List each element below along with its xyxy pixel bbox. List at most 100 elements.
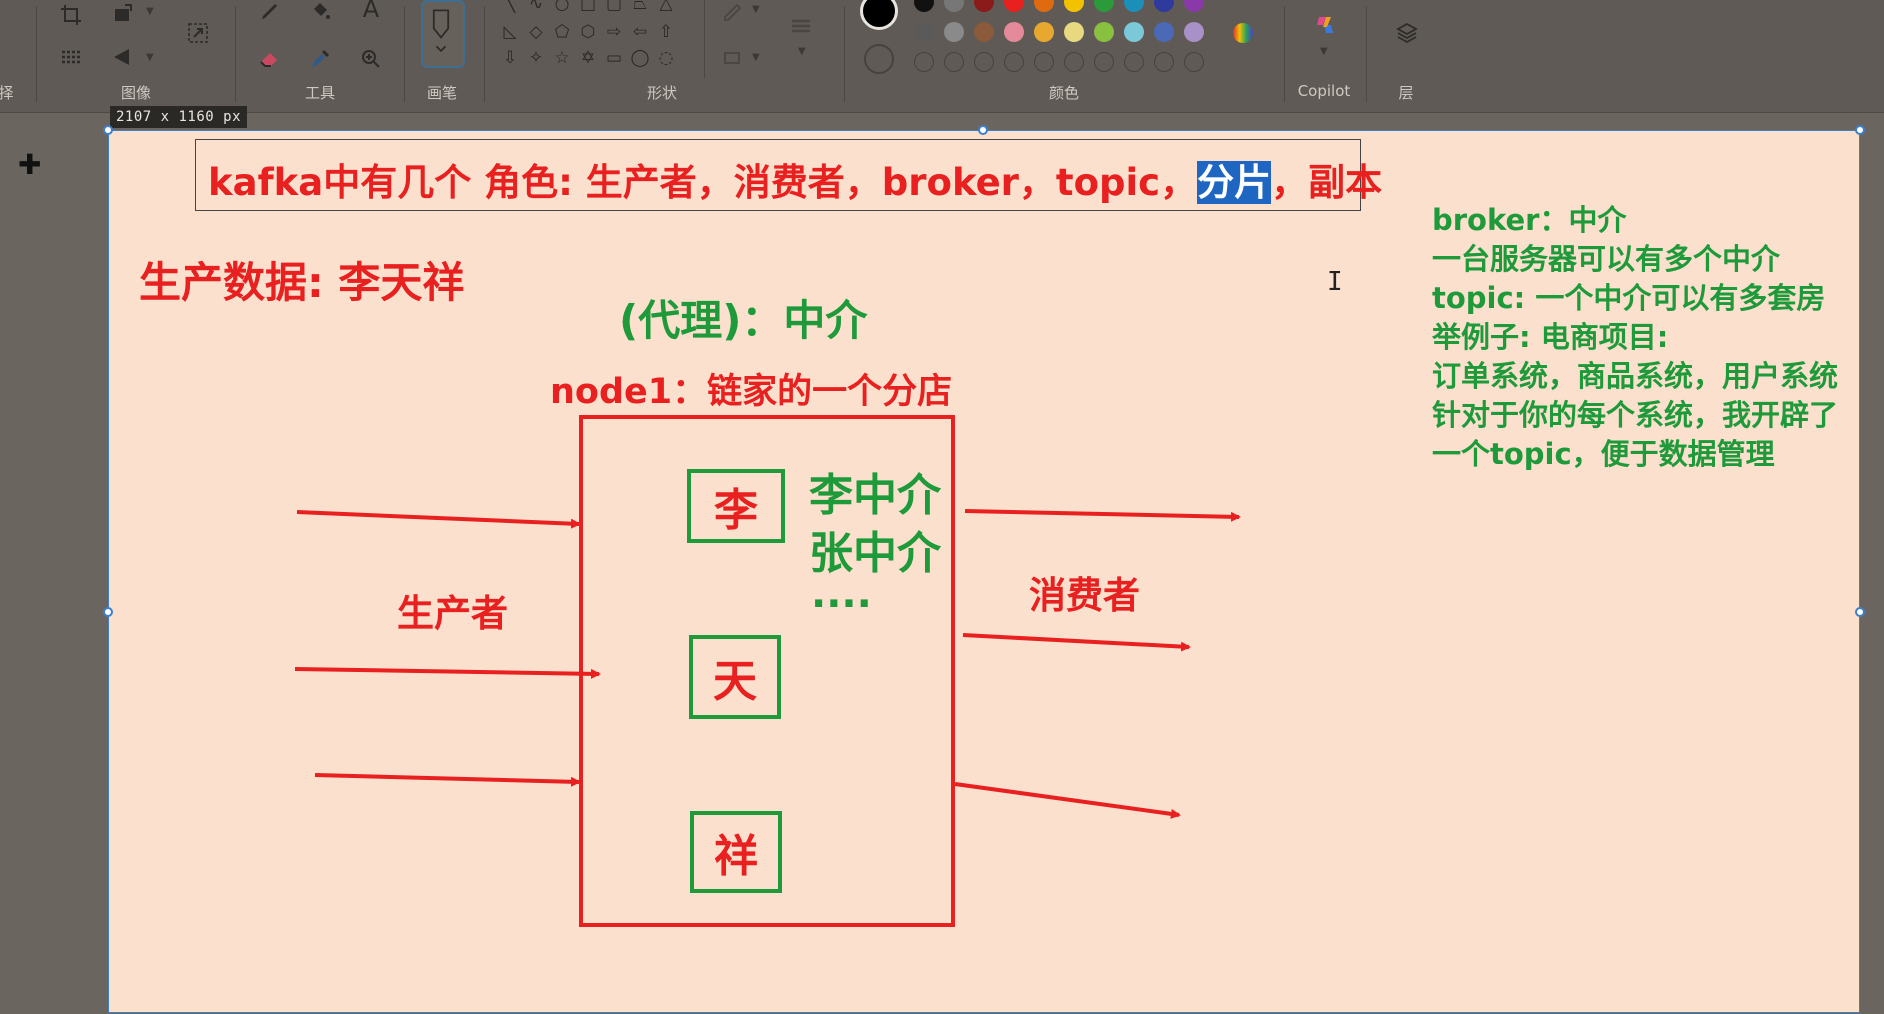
pentagon-shape-icon[interactable]: ⬠	[554, 22, 570, 42]
color-swatch[interactable]	[1184, 0, 1204, 12]
partition-box-li: 李	[687, 469, 785, 543]
rounded-rect-shape-icon[interactable]: ▢	[605, 0, 623, 14]
color-swatch[interactable]	[1004, 0, 1024, 12]
brushes-group-label: 画笔	[426, 84, 458, 102]
add-icon[interactable]: ✚	[18, 148, 42, 181]
agent-more-label: ....	[811, 571, 872, 617]
resize-handle-top-left[interactable]	[103, 125, 113, 135]
color-swatch[interactable]	[914, 22, 934, 42]
note-line: broker：中介	[1432, 203, 1627, 237]
color-swatch[interactable]	[1064, 0, 1084, 12]
color-swatch[interactable]	[1064, 22, 1084, 42]
eraser-icon[interactable]	[255, 44, 285, 74]
consumer-arrow	[954, 782, 1181, 819]
edit-colors-icon[interactable]	[1228, 18, 1258, 48]
callout-oval-shape-icon[interactable]: ◯	[630, 48, 650, 68]
color-swatch[interactable]	[1154, 22, 1174, 42]
color-swatch[interactable]	[1154, 0, 1174, 12]
color-swatch[interactable]	[914, 52, 934, 72]
copilot-group-label: Copilot	[1297, 82, 1351, 100]
color-swatch[interactable]	[1184, 22, 1204, 42]
right-arrow-shape-icon[interactable]: ⇨	[606, 22, 622, 42]
down-arrow-shape-icon[interactable]: ⇩	[502, 48, 518, 68]
color-1-swatch[interactable]	[860, 0, 898, 30]
color-swatch[interactable]	[1034, 0, 1054, 12]
resize-handle-right[interactable]	[1855, 607, 1865, 617]
selection-transparency-icon[interactable]	[56, 42, 86, 72]
resize-handle-top[interactable]	[978, 125, 988, 135]
color-swatch[interactable]	[1004, 52, 1024, 72]
color-swatch[interactable]	[1124, 22, 1144, 42]
oval-shape-icon[interactable]: ○	[554, 0, 570, 14]
rotate-icon[interactable]	[108, 0, 138, 30]
color-swatch[interactable]	[974, 0, 994, 12]
callout-cloud-shape-icon[interactable]: ◌	[658, 48, 674, 68]
color-swatch[interactable]	[1124, 0, 1144, 12]
color-swatch[interactable]	[1094, 0, 1114, 12]
chevron-down-icon[interactable]: ▼	[146, 6, 154, 17]
diamond-shape-icon[interactable]: ◇	[529, 22, 543, 42]
select-group-label: 择	[0, 84, 14, 102]
color-swatch[interactable]	[1004, 22, 1024, 42]
fill-icon[interactable]	[305, 0, 335, 26]
color-swatch[interactable]	[1124, 52, 1144, 72]
producer-label: 生产者	[397, 592, 508, 635]
color-swatch[interactable]	[914, 0, 934, 12]
left-arrow-shape-icon[interactable]: ⇦	[632, 22, 648, 42]
hexagon-shape-icon[interactable]: ⬡	[580, 22, 596, 42]
layers-icon[interactable]	[1392, 18, 1422, 48]
color-swatch[interactable]	[1094, 22, 1114, 42]
chevron-down-icon[interactable]: ▼	[752, 52, 760, 63]
resize-handle-top-right[interactable]	[1855, 125, 1865, 135]
chevron-down-icon[interactable]: ▼	[752, 4, 760, 15]
size-icon[interactable]	[786, 12, 816, 42]
zoom-icon[interactable]	[356, 44, 386, 74]
six-point-star-shape-icon[interactable]: ✡	[580, 48, 596, 68]
resize-handle-left[interactable]	[103, 607, 113, 617]
chevron-down-icon[interactable]: ▼	[1320, 46, 1328, 57]
resize-icon[interactable]	[183, 18, 213, 48]
polygon-shape-icon[interactable]: ⏢	[633, 0, 647, 14]
color-swatch[interactable]	[944, 22, 964, 42]
crop-icon[interactable]	[56, 0, 86, 30]
color-swatch[interactable]	[1154, 52, 1174, 72]
color-picker-icon[interactable]	[305, 44, 335, 74]
shapes-gallery: ╲ ∿ ○ □ ▢ ⏢ △ ◺ ◇ ⬠ ⬡ ⇨ ⇦ ⇧ ⇩ ✧ ☆ ✡ ▭ ◯ …	[494, 0, 705, 78]
color-swatch[interactable]	[1034, 22, 1054, 42]
title-suffix: ，副本	[1271, 161, 1383, 204]
color-swatch[interactable]	[944, 52, 964, 72]
callout-rect-shape-icon[interactable]: ▭	[605, 48, 623, 68]
five-point-star-shape-icon[interactable]: ☆	[554, 48, 570, 68]
shapes-group-label: 形状	[646, 84, 678, 102]
color-swatch[interactable]	[1064, 52, 1084, 72]
copilot-icon[interactable]	[1310, 10, 1340, 40]
chevron-down-icon[interactable]: ▼	[146, 52, 154, 63]
color-swatch[interactable]	[1184, 52, 1204, 72]
ribbon-divider	[1284, 6, 1285, 102]
brush-button[interactable]	[421, 0, 465, 68]
chevron-down-icon[interactable]: ▼	[798, 46, 806, 57]
triangle-shape-icon[interactable]: △	[659, 0, 673, 14]
four-point-star-shape-icon[interactable]: ✧	[528, 48, 544, 68]
partition-box-xiang: 祥	[690, 811, 782, 893]
text-icon[interactable]: A	[362, 0, 380, 23]
color-swatch[interactable]	[1034, 52, 1054, 72]
curve-shape-icon[interactable]: ∿	[528, 0, 544, 14]
flip-icon[interactable]	[108, 42, 138, 72]
color-2-swatch[interactable]	[864, 44, 894, 74]
pencil-icon[interactable]	[255, 0, 285, 26]
right-triangle-shape-icon[interactable]: ◺	[503, 22, 517, 42]
note-line: 针对于你的每个系统，我开辟了	[1432, 398, 1839, 432]
color-swatch[interactable]	[1094, 52, 1114, 72]
color-swatch[interactable]	[944, 0, 964, 12]
color-swatch[interactable]	[974, 22, 994, 42]
agent-li-label: 李中介	[809, 470, 941, 521]
color-swatch[interactable]	[974, 52, 994, 72]
rectangle-shape-icon[interactable]: □	[579, 0, 597, 14]
outline-icon[interactable]	[718, 0, 748, 26]
fill-shape-icon[interactable]	[718, 42, 748, 72]
line-shape-icon[interactable]: ╲	[504, 0, 516, 14]
up-arrow-shape-icon[interactable]: ⇧	[658, 22, 674, 42]
broker-node-box	[579, 415, 955, 927]
drawing-canvas[interactable]: kafka中有几个 角色: 生产者，消费者，broker，topic，分片，副本…	[108, 130, 1860, 1013]
